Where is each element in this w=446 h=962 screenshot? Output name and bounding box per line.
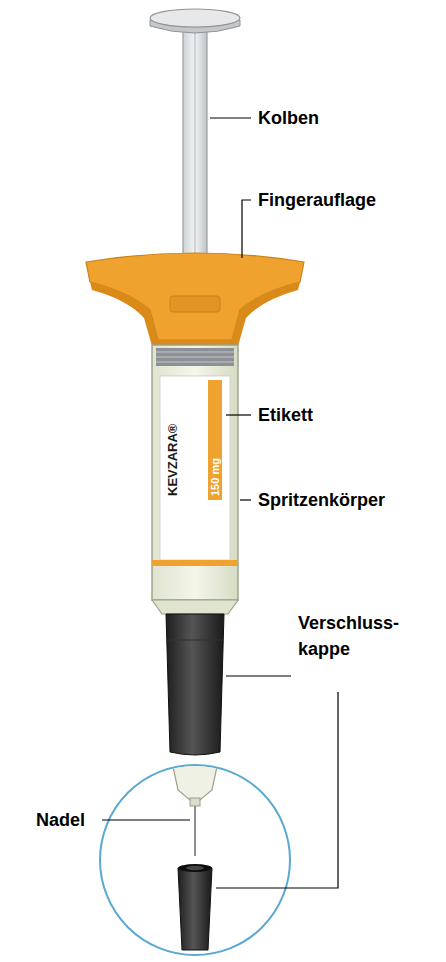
brand-text: KEVZARA® [166,424,179,496]
dose-text: 150 mg [210,458,221,496]
leader-line [242,200,251,258]
part-label: Verschluss- kappe [298,610,416,662]
part-label: Nadel [36,807,100,833]
part-label: Fingerauflage [258,187,438,213]
inset-needle-detail [100,762,290,955]
plunger [150,9,240,274]
leader-line [210,117,251,118]
part-label: Etikett [258,402,428,428]
leader-line [216,692,338,888]
part-label: Kolben [258,105,428,131]
part-label: Spritzenkörper [258,487,438,513]
leader-line [102,819,190,820]
syringe-barrel [152,345,238,614]
leader-line [226,675,291,676]
cap [166,614,224,755]
leader-line [226,414,251,415]
finger-flange [86,253,304,346]
leader-line [240,499,251,500]
